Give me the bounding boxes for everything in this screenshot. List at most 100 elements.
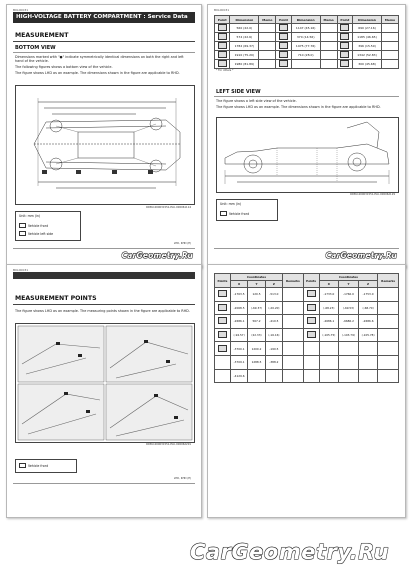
table-footnote: * For others * (216, 69, 234, 72)
remarks-cell (377, 314, 399, 329)
point-icon (275, 50, 292, 60)
subsection-heading: BOTTOM VIEW (15, 45, 56, 51)
coordinate-cell: 1288.5 (247, 354, 266, 370)
column-header: Z (357, 280, 379, 288)
memo-cell (380, 59, 400, 69)
coordinate-cell: (-105.78) (357, 327, 379, 343)
column-header: Remarks (377, 273, 399, 288)
point-icon (214, 354, 231, 370)
memo-cell (319, 50, 338, 60)
point-marker-icon (217, 303, 227, 311)
point-marker-icon (217, 331, 227, 339)
coordinate-cell: -410.5 (264, 314, 284, 329)
coordinate-cell: -190.5 (264, 341, 284, 356)
watermark-logo-large: CarGeometry.Ru (190, 540, 390, 564)
remarks-cell (377, 354, 399, 370)
figure-legend: Unit: mm (in) Vehicle front (216, 199, 278, 221)
chassis-side-drawing (224, 121, 390, 184)
coordinate-cell: (-20.20) (264, 300, 284, 316)
point-marker-icon (217, 317, 227, 325)
point-marker-icon (340, 24, 350, 31)
paragraph: The following figures shows a bottom vie… (15, 65, 113, 69)
dimension-cell: 396 (15.59) (352, 41, 382, 51)
memo-cell (380, 23, 400, 33)
legend-item: Vehicle front (28, 463, 48, 468)
bottom-view-figure (15, 85, 195, 205)
remarks-cell (377, 341, 399, 356)
column-header: Y (247, 280, 266, 288)
coordinate-cell (318, 368, 340, 384)
table-row: 1980 (81.89)300 (45.68) (213, 59, 400, 69)
point-marker-icon (279, 60, 289, 67)
dimension-cell: 1342 (52.83) (352, 50, 382, 60)
point-marker-icon (279, 33, 289, 40)
footer-rule (13, 248, 195, 249)
measurement-points-figure (15, 323, 195, 443)
point-icon (214, 314, 231, 329)
footer-rule (214, 248, 399, 249)
column-header: Dimension (352, 15, 382, 24)
section-heading: MEASUREMENT (15, 32, 69, 39)
dimension-cell (290, 59, 321, 69)
point-icon (275, 59, 292, 69)
point-marker-icon (340, 51, 350, 58)
point-marker-icon (279, 42, 289, 49)
watermark-logo: CarGeometry.Ru (325, 251, 397, 260)
coordinate-cell: -2686.1 (318, 314, 340, 329)
dimension-cell: 1147 (45.16) (290, 23, 321, 33)
point-icon (213, 23, 231, 33)
arrow-icon (19, 231, 26, 236)
coordinate-cell: -3709.1 (229, 354, 249, 370)
dimension-cell: 690 (27.16) (352, 23, 382, 33)
page-1: B0L00031 HIGH-VOLTAGE BATTERY COMPARTMEN… (6, 4, 202, 268)
coordinate-cell: -388.2 (264, 354, 284, 370)
figure-code: RDBU-000031551-ELU-000061114 (146, 206, 191, 209)
point-marker-icon (306, 317, 316, 325)
point-icon (213, 59, 231, 69)
dimension-cell: 1910 (75.20) (229, 50, 260, 60)
coordinate-cell: (-105.75) (318, 327, 340, 343)
coordinate-cell: -6686.2 (338, 314, 359, 329)
coordinate-cell: (-103.79) (338, 327, 359, 343)
coordinates-table: Points Coordinates Remarks Points Coordi… (214, 273, 399, 384)
point-icon (275, 32, 292, 42)
coordinate-cell: -1733.0 (318, 287, 340, 302)
section-heading: MEASUREMENT POINTS (15, 295, 97, 302)
arrow-icon (220, 211, 227, 216)
dimension-cell: 1782 (69.37) (229, 41, 260, 51)
table-row: (-94.57)(22.33)(-16.16)(-105.75)(-103.79… (214, 327, 399, 343)
point-marker-icon (217, 24, 227, 31)
memo-cell (258, 32, 277, 42)
point-icon (213, 32, 231, 42)
page-4: Points Coordinates Remarks Points Coordi… (207, 264, 406, 518)
coordinate-cell (338, 341, 359, 356)
point-marker-icon (217, 51, 227, 58)
point-marker-icon (217, 60, 227, 67)
coordinate-cell (247, 368, 266, 384)
memo-cell (258, 50, 277, 60)
group-header: Coordinates (318, 273, 379, 281)
dimension-cell: 300 (45.68) (352, 59, 382, 69)
column-header: Y (338, 280, 359, 288)
coordinate-cell: -513.0 (264, 287, 284, 302)
column-header: Point (336, 15, 354, 24)
coordinate-cell (357, 341, 379, 356)
point-marker-icon (340, 33, 350, 40)
remarks-cell (282, 341, 304, 356)
paragraph: The figure shows LHD as an example. The … (15, 309, 190, 313)
memo-cell (258, 59, 277, 69)
coordinate-cell: 1200.2 (247, 341, 266, 356)
dimension-cell: 1975 (77.76) (290, 41, 321, 51)
page-code: B0L00031 (13, 268, 29, 272)
coordinate-cell (338, 354, 359, 370)
coordinate-cell: (-68.23) (318, 300, 340, 316)
page-code: B0L00031 (13, 8, 29, 12)
coordinate-cell: (-69.53) (338, 300, 359, 316)
subsection-heading: LEFT SIDE VIEW (216, 89, 261, 95)
coordinate-cell: 567.2 (247, 314, 266, 329)
coordinate-cell: -2068.5 (229, 300, 249, 316)
column-header: X (229, 280, 249, 288)
